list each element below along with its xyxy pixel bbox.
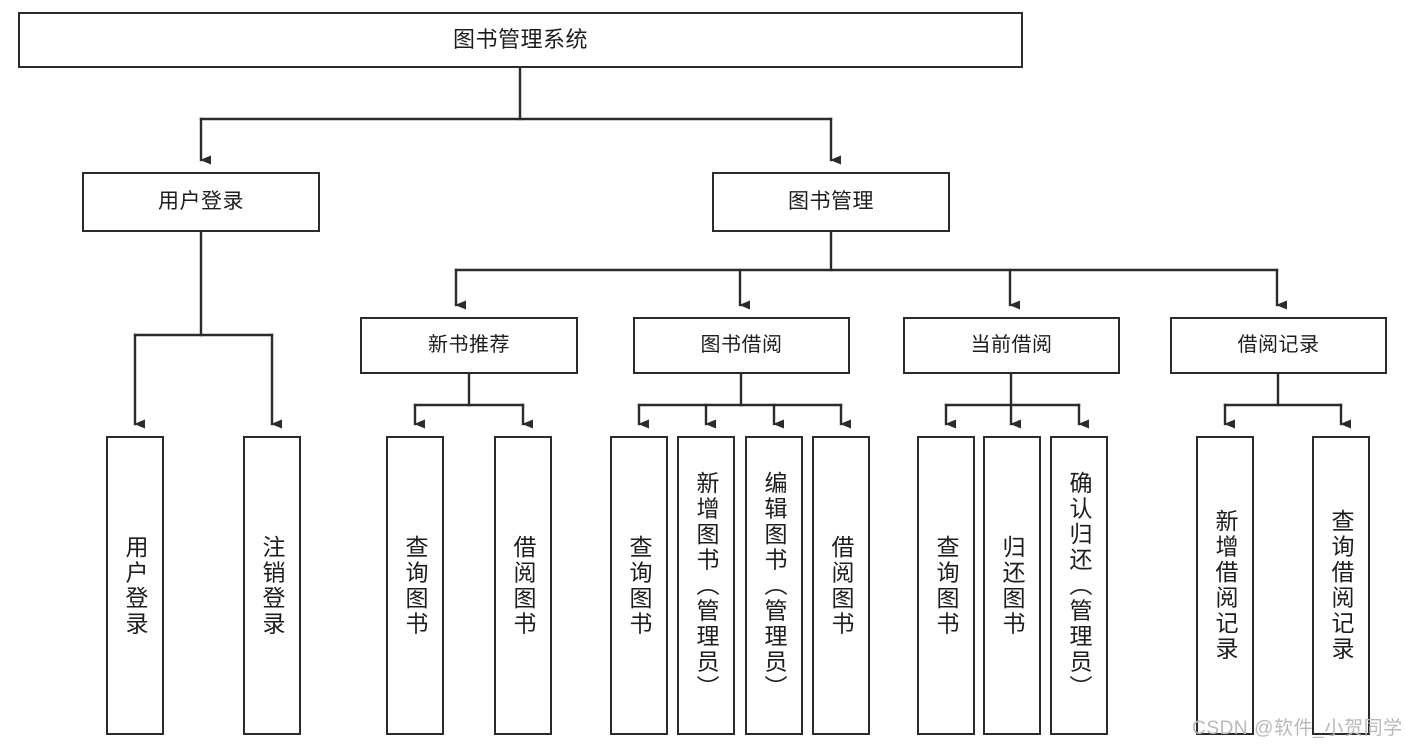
leaf-record-add[interactable]: 新增借阅记录 <box>1196 436 1254 735</box>
node-root-system[interactable]: 图书管理系统 <box>18 12 1023 68</box>
node-label: 查询图书 <box>402 534 429 637</box>
node-label: 当前借阅 <box>970 334 1053 356</box>
node-borrow-record[interactable]: 借阅记录 <box>1170 317 1387 374</box>
node-label: 新书推荐 <box>428 334 510 356</box>
node-label: 确认归还（管理员） <box>1066 470 1093 701</box>
node-label: 注销登录 <box>259 534 286 637</box>
node-label: 借阅图书 <box>510 534 537 637</box>
node-label: 查询图书 <box>626 534 653 637</box>
leaf-borrow-query-book[interactable]: 查询图书 <box>610 436 668 735</box>
leaf-borrow-borrow-book[interactable]: 借阅图书 <box>812 436 870 735</box>
leaf-record-query[interactable]: 查询借阅记录 <box>1312 436 1370 735</box>
node-new-book-recommend[interactable]: 新书推荐 <box>360 317 578 374</box>
node-label: 图书借阅 <box>700 334 783 356</box>
leaf-borrow-edit-book[interactable]: 编辑图书（管理员） <box>745 436 803 735</box>
node-book-management[interactable]: 图书管理 <box>712 172 950 232</box>
node-current-borrow[interactable]: 当前借阅 <box>903 317 1120 374</box>
node-label: 用户登录 <box>122 534 149 637</box>
leaf-current-query-book[interactable]: 查询图书 <box>917 436 975 735</box>
node-label: 查询借阅记录 <box>1328 509 1355 662</box>
node-label: 新增图书（管理员） <box>693 470 720 701</box>
node-label: 编辑图书（管理员） <box>761 470 788 701</box>
node-label: 图书管理 <box>788 189 874 213</box>
node-label: 归还图书 <box>999 534 1026 637</box>
leaf-new-book-query[interactable]: 查询图书 <box>386 436 444 735</box>
leaf-current-return-book[interactable]: 归还图书 <box>983 436 1041 735</box>
leaf-user-login-login[interactable]: 用户登录 <box>106 436 164 735</box>
leaf-borrow-add-book[interactable]: 新增图书（管理员） <box>677 436 735 735</box>
node-user-login[interactable]: 用户登录 <box>82 172 320 232</box>
node-label: 借阅记录 <box>1237 334 1320 356</box>
node-label: 查询图书 <box>933 534 960 637</box>
node-book-borrow[interactable]: 图书借阅 <box>633 317 850 374</box>
node-label: 用户登录 <box>158 189 244 213</box>
leaf-user-login-logout[interactable]: 注销登录 <box>243 436 301 735</box>
node-label: 借阅图书 <box>828 534 855 637</box>
leaf-new-book-borrow[interactable]: 借阅图书 <box>494 436 552 735</box>
node-label: 图书管理系统 <box>452 27 588 53</box>
leaf-current-confirm-return[interactable]: 确认归还（管理员） <box>1050 436 1108 735</box>
node-label: 新增借阅记录 <box>1212 509 1239 662</box>
